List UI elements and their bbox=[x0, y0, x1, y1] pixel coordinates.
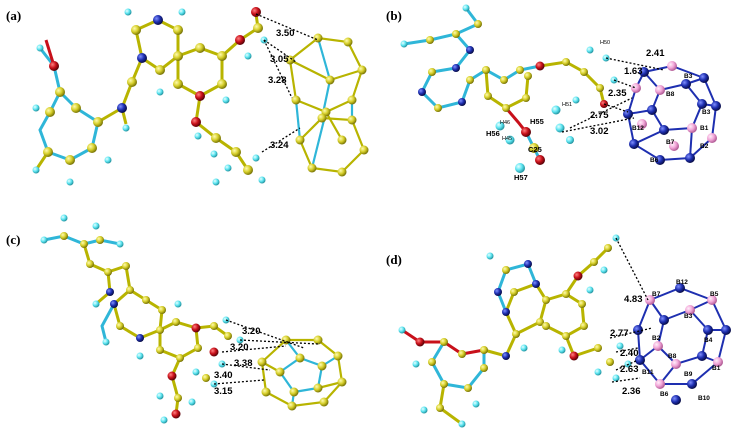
atom-label-b-2: H46 bbox=[500, 120, 510, 126]
panel-c-label: (c) bbox=[6, 232, 20, 247]
boron-label-b-4: B12 bbox=[632, 125, 644, 132]
distance-d-3: 2.40 bbox=[620, 348, 639, 359]
distance-b-5: 3.02 bbox=[590, 126, 609, 137]
atom-label-b-8: C25 bbox=[528, 145, 542, 154]
boron-label-d-11: B9 bbox=[684, 371, 693, 378]
distance-c-3: 3.38 bbox=[234, 358, 253, 369]
distance-a-4: 3.24 bbox=[270, 140, 289, 151]
atom-label-b-3: H45 bbox=[502, 136, 512, 142]
boron-label-b-2: B8 bbox=[666, 91, 675, 98]
atoms-b bbox=[400, 4, 618, 173]
panel-c: (c) bbox=[6, 214, 347, 424]
cage-a bbox=[288, 36, 366, 174]
panel-c-molecule bbox=[43, 234, 229, 415]
boron-label-d-3: B5 bbox=[710, 291, 719, 298]
panel-b-label: (b) bbox=[386, 8, 402, 23]
contacts-c bbox=[213, 319, 319, 385]
boron-label-d-7: B1 bbox=[712, 365, 721, 372]
cage-b-atoms bbox=[623, 61, 721, 165]
distance-b-2: 1.63 bbox=[624, 66, 643, 77]
distance-d-5: 2.36 bbox=[622, 386, 641, 397]
distance-b-1: 2.41 bbox=[646, 48, 665, 59]
distance-a-2: 3.05 bbox=[270, 54, 289, 65]
boron-label-b-1: B3 bbox=[684, 73, 693, 80]
boron-label-d-12: B11 bbox=[642, 369, 654, 376]
boron-label-b-7: B1 bbox=[700, 125, 709, 132]
boron-label-d-2: B12 bbox=[676, 279, 688, 286]
distance-c-4: 3.40 bbox=[214, 370, 233, 381]
atoms-c bbox=[40, 214, 244, 424]
distance-b-4: 2.75 bbox=[590, 110, 609, 121]
contacts-b bbox=[561, 57, 665, 133]
panel-d-label: (d) bbox=[386, 252, 402, 267]
panel-b: (b) bbox=[386, 4, 721, 182]
panel-d: (d) bbox=[386, 234, 731, 428]
distance-c-1: 3.20 bbox=[242, 326, 261, 337]
atom-label-b-6: H56 bbox=[486, 129, 500, 138]
boron-label-d-1: B7 bbox=[652, 291, 661, 298]
distance-d-4: 2.63 bbox=[620, 364, 639, 375]
atoms-d bbox=[398, 234, 632, 428]
atom-label-b-5: H55 bbox=[530, 117, 544, 126]
distance-d-1: 4.83 bbox=[624, 294, 643, 305]
cage-a-atoms bbox=[285, 33, 369, 177]
distance-d-2: 2.77 bbox=[610, 328, 629, 339]
distance-c-2: 3.20 bbox=[230, 342, 249, 353]
boron-label-d-10: B4 bbox=[704, 337, 713, 344]
panel-a-label: (a) bbox=[6, 8, 21, 23]
boron-label-b-5: B7 bbox=[666, 139, 675, 146]
boron-label-d-6: B8 bbox=[668, 353, 677, 360]
distance-c-5: 3.15 bbox=[214, 386, 233, 397]
boron-label-d-8: B6 bbox=[660, 391, 669, 398]
cage-d-atoms bbox=[633, 283, 731, 405]
atom-label-b-7: H57 bbox=[514, 173, 528, 182]
atom-label-b-4: H51 bbox=[562, 102, 572, 108]
panel-a-molecule bbox=[34, 13, 260, 171]
boron-label-d-9: B10 bbox=[698, 395, 710, 402]
cage-c bbox=[260, 338, 344, 408]
contacts-a bbox=[255, 13, 319, 153]
boron-label-d-4: B3 bbox=[684, 313, 693, 320]
distance-a-1: 3.50 bbox=[276, 28, 295, 39]
panel-a: (a) bbox=[6, 7, 369, 186]
contacts-d bbox=[609, 237, 653, 383]
atoms-a bbox=[32, 7, 268, 186]
boron-label-b-8: B6 bbox=[650, 157, 659, 164]
boron-label-b-6: B2 bbox=[700, 143, 709, 150]
cage-c-atoms bbox=[257, 335, 347, 411]
boron-label-b-3: B3 bbox=[702, 109, 711, 116]
atom-label-b-1: H50 bbox=[600, 40, 610, 46]
distance-a-3: 3.28 bbox=[268, 75, 287, 86]
distance-b-3: 2.35 bbox=[608, 88, 627, 99]
boron-label-d-5: B2 bbox=[652, 335, 661, 342]
